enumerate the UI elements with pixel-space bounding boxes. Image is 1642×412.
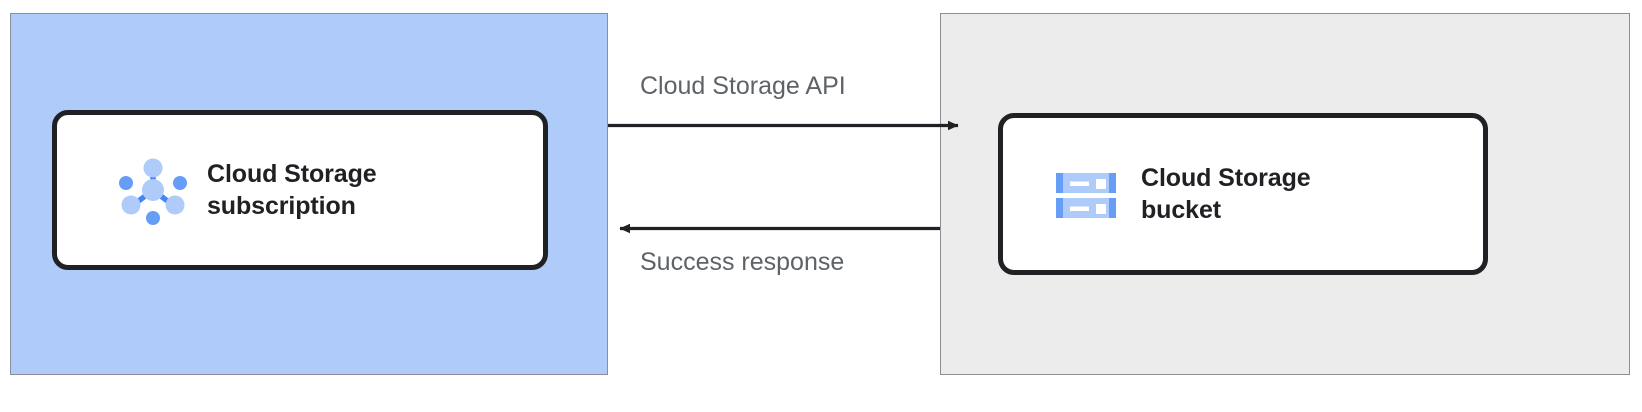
edge-label-cloud-storage-api: Cloud Storage API <box>640 72 846 100</box>
node-label-subscription: Cloud Storage subscription <box>207 160 377 220</box>
cloud-storage-bucket-icon <box>1053 161 1119 227</box>
node-card-subscription[interactable]: Cloud Storage subscription <box>52 110 548 270</box>
node-card-bucket[interactable]: Cloud Storage bucket <box>998 113 1488 275</box>
node-label-bucket: Cloud Storage bucket <box>1141 164 1311 224</box>
pubsub-subscription-icon <box>117 154 189 226</box>
edge-label-success-response: Success response <box>640 248 845 276</box>
